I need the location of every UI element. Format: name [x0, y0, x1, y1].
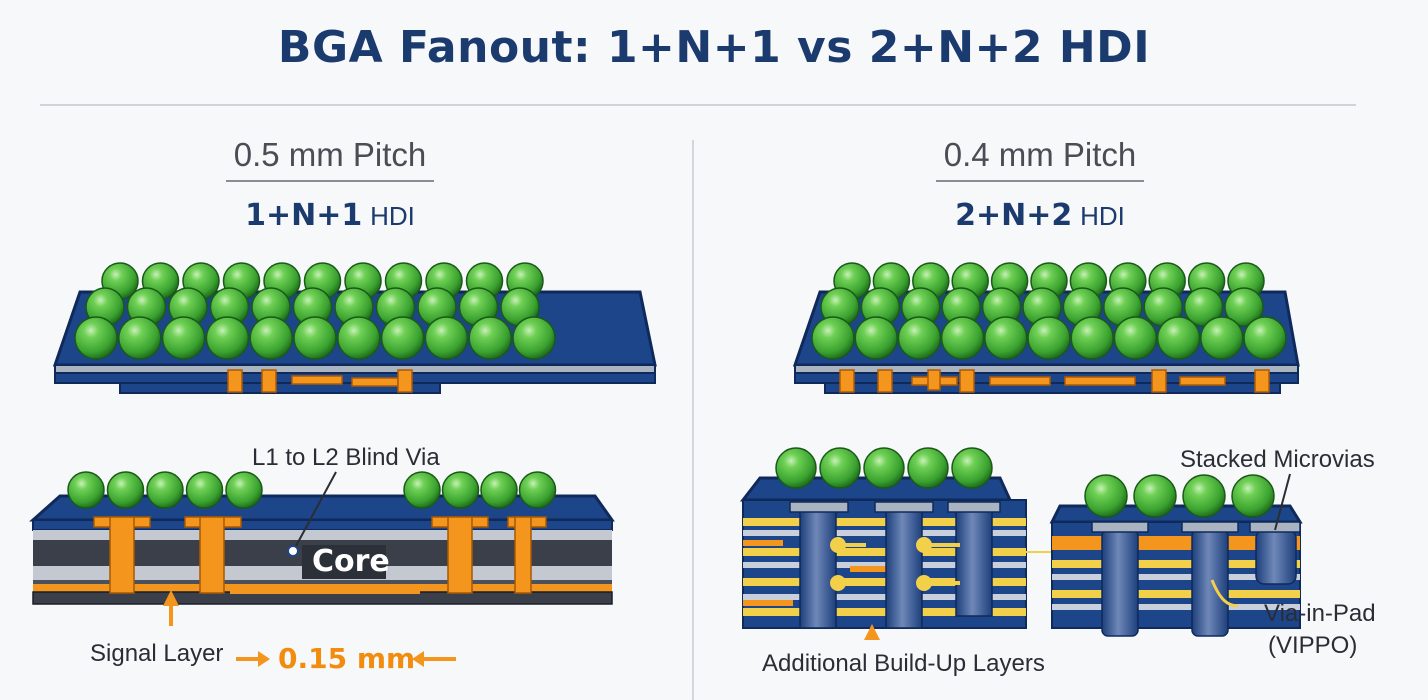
solder-ball — [249, 316, 293, 360]
callout-blind-via: L1 to L2 Blind Via — [252, 444, 440, 471]
callout-buildup-layers: Additional Build-Up Layers — [762, 650, 1045, 677]
solder-ball — [146, 471, 184, 509]
solder-ball — [518, 471, 557, 509]
solder-ball — [907, 447, 949, 489]
solder-ball — [1156, 316, 1201, 360]
solder-ball — [1084, 474, 1128, 518]
solder-ball — [940, 316, 985, 360]
solder-ball — [854, 316, 898, 360]
left-stack-suffix: HDI — [370, 201, 415, 231]
right-stack-suffix: HDI — [1080, 201, 1125, 231]
left-stack-type: 1+N+1 — [245, 198, 363, 233]
callout-stacked-microvias: Stacked Microvias — [1180, 446, 1375, 473]
solder-ball — [185, 471, 224, 509]
dimension-arrows — [236, 651, 456, 667]
solder-ball — [897, 316, 942, 360]
solder-ball — [1027, 316, 1071, 360]
page-title: BGA Fanout: 1+N+1 vs 2+N+2 HDI — [277, 22, 1151, 73]
dimension-value: 0.15 mm — [278, 642, 416, 675]
right-bga-package — [792, 262, 1300, 394]
solder-ball — [337, 316, 381, 360]
solder-ball — [205, 316, 250, 360]
solder-ball — [1133, 474, 1177, 518]
solder-ball — [441, 471, 480, 509]
solder-ball — [380, 316, 425, 360]
left-package-traces — [227, 369, 413, 393]
solder-ball — [811, 316, 855, 360]
left-blind-vias — [93, 516, 547, 594]
solder-ball — [1182, 474, 1226, 518]
solder-ball — [775, 447, 817, 489]
right-section-a-solder-balls — [775, 447, 993, 489]
right-section-b-solder-balls — [1084, 474, 1275, 518]
solder-ball — [1200, 316, 1244, 360]
solder-ball — [512, 316, 556, 360]
right-cross-section-b — [1049, 473, 1303, 637]
solder-ball — [1224, 287, 1264, 327]
right-cross-section-a — [739, 447, 1090, 640]
callout-via-in-pad: Via-in-Pad — [1264, 600, 1376, 627]
right-pitch-heading: 0.4 mm Pitch — [936, 136, 1144, 182]
right-package-traces — [839, 369, 1270, 393]
solder-ball — [984, 316, 1028, 360]
left-bga-package — [52, 262, 657, 394]
solder-ball — [819, 447, 861, 489]
solder-ball — [480, 471, 518, 509]
left-cross-section — [29, 471, 615, 626]
callout-vippo: (VIPPO) — [1268, 632, 1358, 659]
solder-ball — [161, 316, 206, 360]
solder-ball — [468, 316, 512, 360]
solder-ball — [1183, 287, 1224, 327]
left-pitch-heading: 0.5 mm Pitch — [226, 136, 434, 182]
solder-ball — [293, 316, 337, 360]
solder-ball — [118, 316, 162, 360]
solder-ball — [863, 447, 905, 489]
callout-signal-layer: Signal Layer — [90, 640, 224, 667]
left-stack-heading: 1+N+1 HDI — [200, 198, 460, 233]
left-package-solder-balls — [74, 262, 556, 360]
right-stack-type: 2+N+2 — [955, 198, 1073, 233]
solder-ball — [67, 471, 105, 509]
vippo-vias — [1101, 529, 1297, 637]
right-stack-heading: 2+N+2 HDI — [910, 198, 1170, 233]
solder-ball — [74, 316, 118, 360]
solder-ball — [1070, 316, 1114, 360]
solder-ball — [403, 471, 441, 509]
solder-ball — [424, 316, 469, 360]
solder-ball — [1231, 474, 1275, 518]
solder-ball — [1243, 316, 1287, 360]
solder-ball — [951, 447, 993, 489]
title-divider — [40, 104, 1356, 106]
solder-ball — [1113, 316, 1158, 360]
core-label: Core — [312, 544, 390, 579]
center-divider — [692, 140, 694, 700]
solder-ball — [225, 471, 263, 509]
solder-ball — [106, 471, 145, 509]
right-package-solder-balls — [811, 262, 1287, 360]
left-section-solder-balls — [67, 471, 557, 509]
